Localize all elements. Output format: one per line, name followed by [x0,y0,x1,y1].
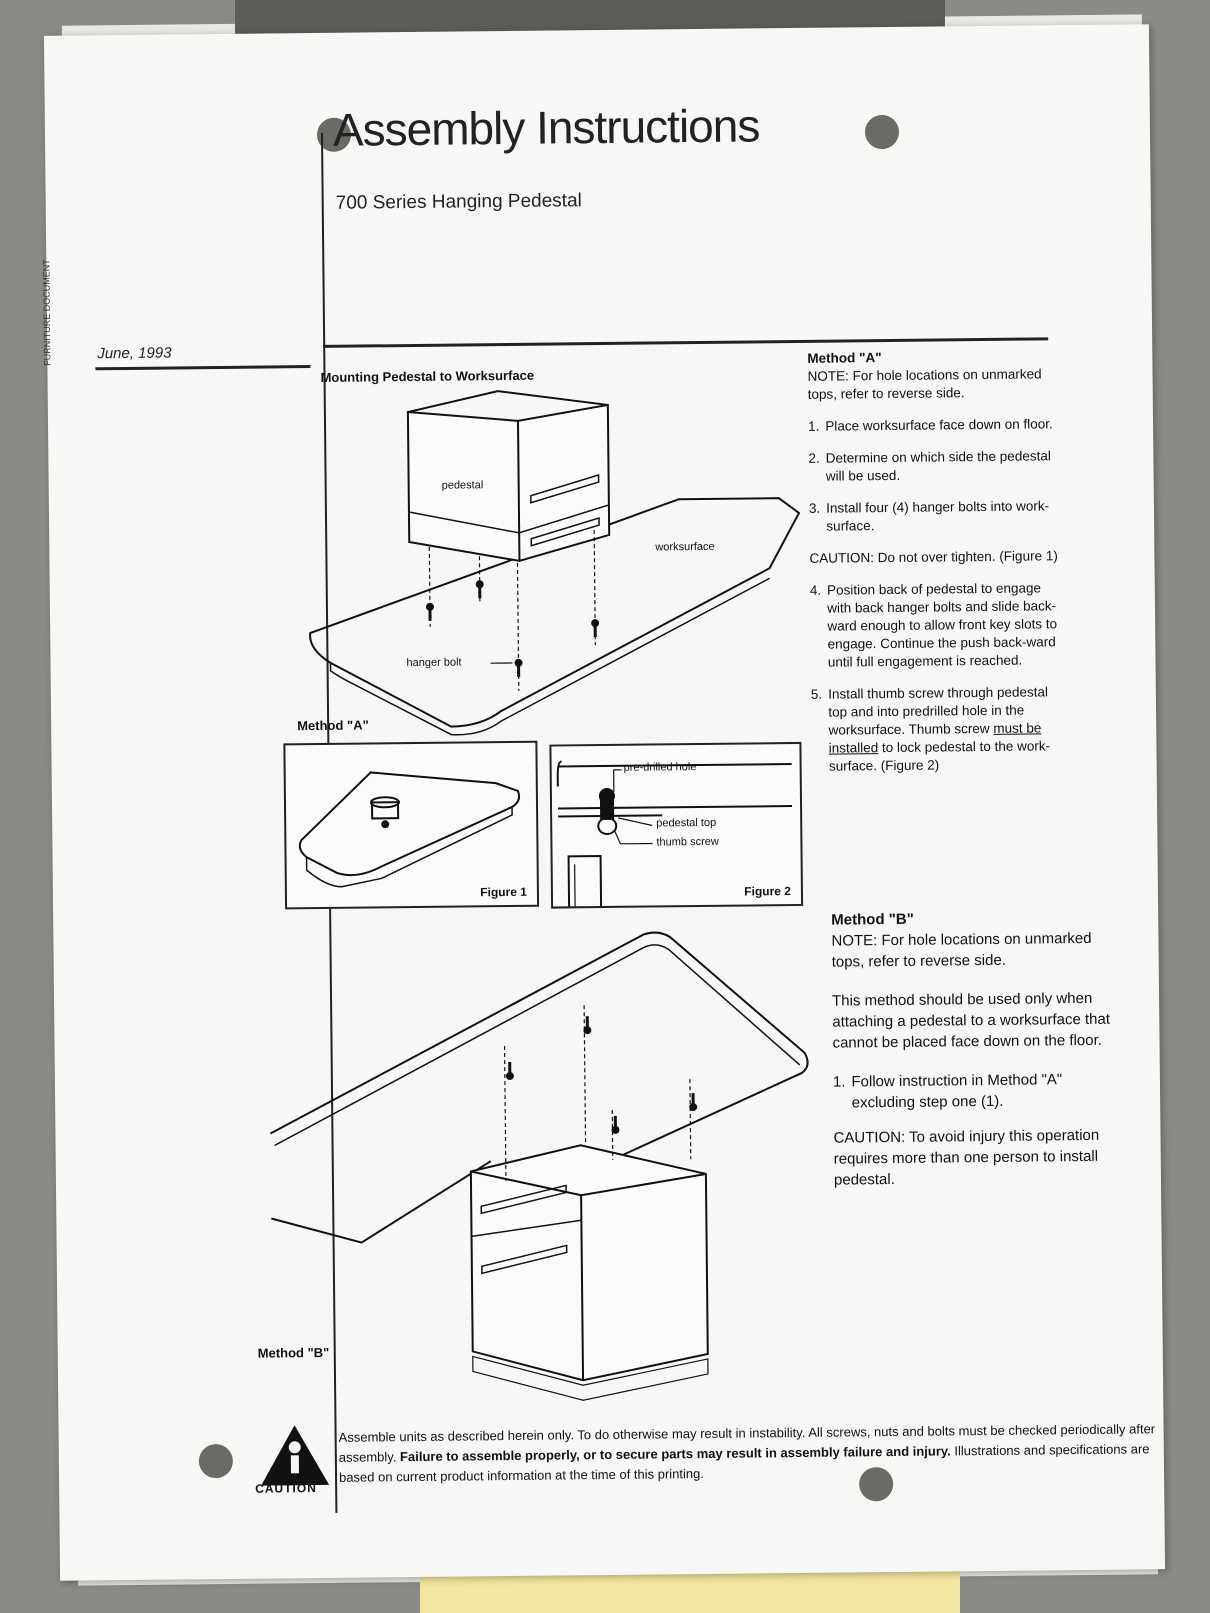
horizontal-rule-left [95,365,311,371]
step-text: Install four (4) hanger bolts into work-… [826,498,1050,534]
pedestal-callout: pedestal [441,479,484,492]
page-subtitle: 700 Series Hanging Pedestal [335,190,582,214]
horizontal-rule-right [323,337,1049,348]
figure-2-label: Figure 2 [744,884,792,899]
method-b-instructions: Method "B" NOTE: For hole locations on u… [831,907,1114,1209]
step-text: Place worksurface face down on floor. [825,416,1053,434]
step-number: 3. [808,500,821,516]
method-b-note: NOTE: For hole locations on unmarked top… [831,929,1092,971]
pre-drilled-hole-callout: pre-drilled hole [623,761,697,774]
step-number: 1. [807,418,820,434]
step-text: Follow instruction in Method "A" excludi… [851,1071,1063,1112]
publication-date: June, 1993 [97,344,172,363]
worksurface-callout: worksurface [655,540,715,554]
method-b-caution: CAUTION: To avoid injury this operation … [833,1126,1100,1189]
method-a-instructions: Method "A" NOTE: For hole locations on u… [807,347,1062,790]
pedestal-top-callout: pedestal top [656,816,717,830]
method-a-step-1: 1. Place worksurface face down on floor. [808,415,1058,436]
method-a-diagram-label: Method "A" [297,717,369,734]
step-number: 4. [809,582,822,598]
side-vertical-text: FURNITURE DOCUMENT [41,259,53,366]
section-heading: Mounting Pedestal to Worksurface [320,367,535,385]
method-a-diagram [309,390,801,736]
footer-bold-warning: Failure to assemble properly, or to secu… [399,1443,951,1465]
step-text: Install thumb screw through pedestal top… [828,683,1062,775]
figure-1-label: Figure 1 [480,884,528,900]
punch-hole [198,1443,234,1479]
method-a-caution: CAUTION: Do not over tighten. (Figure 1) [809,548,1058,566]
step-number: 5. [810,686,823,702]
method-a-step-4: 4. Position back of pedestal to engage w… [810,579,1061,672]
method-b-diagram-label: Method "B" [257,1344,330,1361]
step-text: Determine on which side the pedestal wil… [825,448,1051,484]
method-a-note: NOTE: For hole locations on unmarked top… [807,366,1042,402]
instruction-page: FURNITURE DOCUMENT Assembly Instructions… [41,24,1166,1581]
footer-warning: Assemble units as described herein only.… [339,1419,1160,1488]
method-a-step-3: 3. Install four (4) hanger bolts into wo… [809,497,1059,536]
method-a-step-5: 5. Install thumb screw through pedestal … [811,683,1062,776]
method-a-step-2: 2. Determine on which side the pedestal … [808,447,1058,486]
hanger-bolt-callout: hanger bolt [406,656,462,670]
page-title: Assembly Instructions [332,99,760,156]
step-text: Position back of pedestal to engage with… [826,580,1058,670]
caution-triangle-icon [261,1425,330,1486]
method-b-diagram [269,931,809,1401]
caution-label: CAUTION [255,1481,317,1496]
punch-hole [864,114,900,150]
figure-1-box: Figure 1 [283,740,540,910]
figure-2-box: pre-drilled hole pedestal top thumb scre… [549,741,804,909]
method-b-heading: Method "B" [831,910,914,929]
method-b-intro: This method should be used only when att… [832,989,1111,1052]
thumb-screw-callout: thumb screw [656,835,719,849]
step-number: 1. [832,1073,846,1091]
method-b-step-1: 1. Follow instruction in Method "A" excl… [833,1069,1113,1114]
step-number: 2. [808,450,820,466]
